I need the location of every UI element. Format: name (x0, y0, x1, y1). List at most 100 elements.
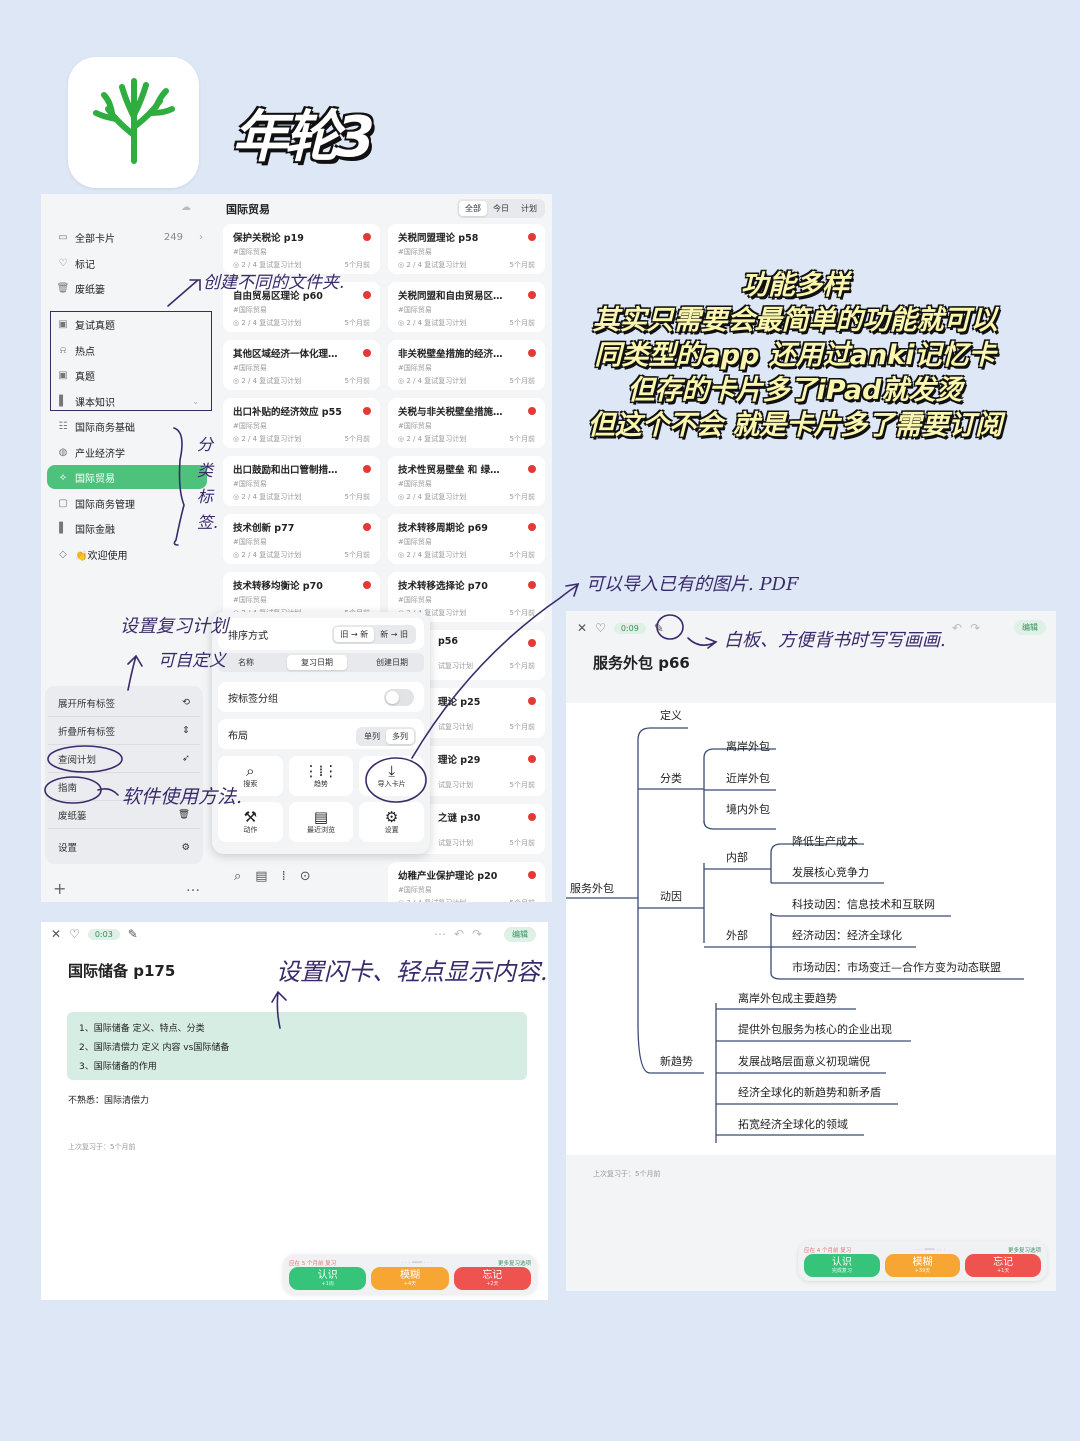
sort-old-new[interactable]: 旧 → 新 (334, 627, 375, 642)
annotation-text: 创建不同的文件夹. (203, 273, 345, 293)
edit-button[interactable]: 编辑 (504, 927, 536, 942)
cards-icon[interactable]: ▤ (255, 869, 268, 884)
forgot-button[interactable]: 忘记+2天 (453, 1267, 531, 1290)
more-options-link[interactable]: 更多复习选项 (497, 1260, 531, 1267)
layout-multi[interactable]: 多列 (386, 729, 414, 744)
pen-icon[interactable]: ✎ (653, 621, 664, 635)
layout-segment: 单列 多列 (356, 727, 416, 746)
pen-icon[interactable]: ✎ (127, 927, 138, 941)
mindmap-node: 分类 (660, 772, 682, 785)
sort-by-review-date[interactable]: 复习日期 (287, 655, 347, 670)
trash-item[interactable]: 废纸篓🗑 (48, 801, 200, 829)
card-title: 关税同盟和自由贸易区… (398, 291, 503, 302)
tab-plan[interactable]: 计划 (521, 204, 537, 213)
sort-new-old[interactable]: 新 → 旧 (380, 630, 408, 639)
more-circle-icon[interactable]: ⊙ (299, 869, 311, 884)
status-dot (528, 233, 536, 241)
sidebar-item-welcome[interactable]: ◇👏欢迎使用 (47, 542, 207, 566)
vague-button[interactable]: 模糊+39天 (884, 1254, 961, 1277)
sidebar-item-exam[interactable]: ▣复试真题 (47, 312, 207, 336)
sidebar-item-intl-finance[interactable]: ▌国际金融 (47, 516, 207, 540)
tab-today[interactable]: 今日 (493, 204, 509, 213)
timer[interactable]: 0:09 (613, 622, 646, 634)
action-label: 最近浏览 (306, 826, 335, 834)
view-plan-item[interactable]: 查阅计划➶ (48, 745, 200, 773)
more-icon[interactable]: … (186, 879, 200, 895)
close-icon[interactable]: ✕ (51, 927, 62, 941)
sidebar-item-textbook[interactable]: ▌课本知识⌄ (47, 389, 207, 413)
collapse-all-tags-item[interactable]: 折叠所有标签⇕ (48, 717, 200, 745)
heart-icon[interactable]: ♡ (595, 621, 606, 635)
card-plan: ◎ 2 / 4 复试复习计划 (398, 319, 467, 327)
more-icon[interactable]: ⋯ (434, 927, 446, 941)
card-age: 5个月前 (344, 551, 370, 559)
redo-icon[interactable]: ↷ (472, 927, 483, 941)
sidebar-item-intl-business[interactable]: ☷国际商务基础 (47, 414, 207, 438)
heart-icon[interactable]: ♡ (69, 927, 80, 941)
group-toggle[interactable] (384, 688, 414, 706)
action-button[interactable]: ⚒动作 (218, 802, 283, 842)
add-icon[interactable]: + (53, 879, 67, 898)
promo-line: 其实只需要会最简单的功能就可以 (592, 305, 998, 336)
layout-single[interactable]: 单列 (364, 732, 380, 741)
card-age: 5个月前 (509, 435, 535, 443)
forgot-button[interactable]: 忘记+1天 (965, 1254, 1042, 1277)
know-button[interactable]: 认识完成复习 (804, 1254, 880, 1277)
undo-icon[interactable]: ↶ (952, 621, 963, 635)
sort-by-name[interactable]: 名称 (238, 658, 254, 667)
redo-icon[interactable]: ↷ (970, 621, 981, 635)
settings-button[interactable]: ⚙设置 (359, 802, 424, 842)
timer[interactable]: 0:03 (87, 928, 120, 940)
search-button[interactable]: ⌕搜索 (218, 756, 283, 796)
undo-icon[interactable]: ↶ (454, 927, 465, 941)
grade-buttons: 认识+1周 模糊+4天 忘记+2天 (289, 1267, 531, 1290)
sidebar-item-industrial-econ[interactable]: ◍产业经济学 (47, 440, 207, 464)
close-icon[interactable]: ✕ (577, 621, 588, 635)
edit-button[interactable]: 编辑 (1014, 620, 1046, 635)
card-plan: ◎ 2 / 4 复试复习计划 (398, 435, 467, 443)
trash-icon: 🗑 (56, 282, 70, 294)
sidebar-item-trash[interactable]: 🗑废纸篓 (47, 276, 207, 300)
gear-icon: ⚙ (181, 841, 190, 853)
card-plan: 试复习计划 (438, 662, 473, 670)
folder-icon: ▢ (58, 497, 68, 509)
guide-item[interactable]: 指南 (48, 773, 200, 801)
waveform-icon[interactable]: ⁞ (281, 869, 286, 884)
settings-item[interactable]: 设置⚙ (48, 833, 200, 861)
expand-all-tags-item[interactable]: 展开所有标签⟲ (48, 689, 200, 717)
sidebar-item-real-exam[interactable]: ▣真题 (47, 363, 207, 387)
drag-handle[interactable]: · · · ━━━ · · · (401, 1259, 433, 1266)
more-options-link[interactable]: 更多复习选项 (1007, 1247, 1041, 1254)
know-button[interactable]: 认识+1周 (289, 1267, 367, 1290)
card-title: 非关税壁垒措施的经济… (398, 349, 503, 360)
status-dot (528, 871, 536, 879)
sidebar-item-hotspot[interactable]: ⍾热点 (47, 338, 207, 362)
card-tag: #国际贸易 (233, 480, 267, 488)
drag-handle[interactable]: · · · ━━━ · · · (914, 1246, 946, 1253)
tab-all[interactable]: 全部 (459, 201, 487, 216)
collapse-icon: ⇕ (182, 725, 190, 736)
annotation-text: 分 类 标 签. (197, 432, 218, 536)
trend-button[interactable]: ⋮⁞⋮趋势 (288, 756, 354, 796)
search-icon[interactable]: ⌕ (234, 869, 242, 884)
card-title: 之谜 p30 (438, 813, 481, 824)
sidebar-item-intl-mgmt[interactable]: ▢国际商务管理 (47, 491, 207, 515)
recent-button[interactable]: ▤最近浏览 (288, 802, 354, 842)
vague-button[interactable]: 模糊+4天 (371, 1267, 449, 1290)
sort-by-created[interactable]: 创建日期 (376, 658, 408, 667)
sidebar-item-marked[interactable]: ♡标记 (47, 251, 207, 275)
